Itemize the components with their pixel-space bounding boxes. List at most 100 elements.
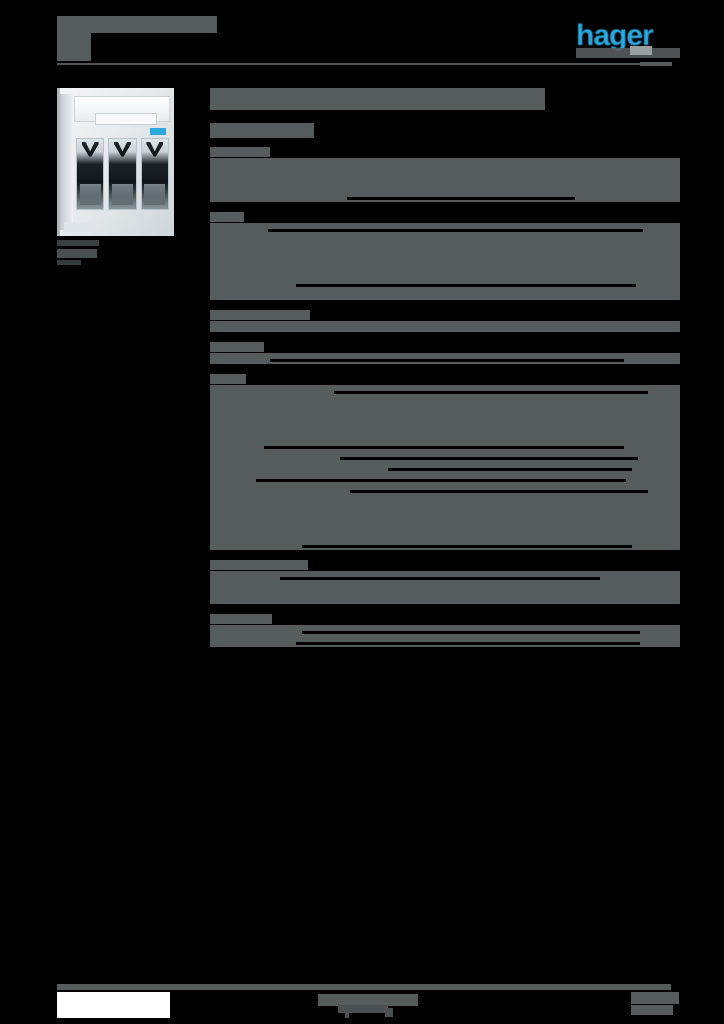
footer-center-mark-left — [345, 1012, 349, 1018]
spec-group-heading — [210, 560, 680, 571]
spec-row-label — [210, 257, 250, 266]
spec-row — [210, 440, 680, 451]
spec-row — [210, 353, 680, 364]
spec-row-label — [210, 452, 282, 461]
spec-row — [210, 223, 680, 234]
page-subtitle — [210, 123, 314, 138]
spec-group-heading — [210, 374, 680, 385]
spec-group-rows — [210, 385, 680, 550]
spec-row-label — [210, 518, 254, 527]
product-caption — [57, 240, 129, 265]
footer-page-meta — [631, 1005, 673, 1015]
spec-row — [210, 289, 680, 300]
page-header: hager — [0, 0, 724, 76]
spec-row — [210, 462, 680, 473]
header-divider-tail — [640, 62, 672, 66]
spec-row-leader — [347, 197, 575, 200]
spec-row-label — [210, 290, 254, 299]
spec-group-heading-label — [210, 212, 244, 222]
spec-group-separator — [210, 332, 680, 342]
spec-row-label — [210, 474, 248, 483]
spec-group-heading-label — [210, 560, 308, 570]
spec-row-leader — [264, 446, 624, 449]
spec-row — [210, 245, 680, 256]
spec-row-leader — [296, 642, 640, 645]
spec-row-leader — [296, 284, 636, 287]
spec-row — [210, 278, 680, 289]
spec-group-heading — [210, 342, 680, 353]
footer-center-mark-right — [385, 1008, 393, 1017]
spec-row-label — [210, 397, 244, 406]
spec-row — [210, 517, 680, 528]
spec-group-heading — [210, 310, 680, 321]
header-title-line-2 — [57, 33, 91, 49]
spec-row-label — [210, 626, 284, 635]
spec-row-label — [210, 246, 236, 255]
spec-row-label — [210, 583, 244, 592]
spec-row-label — [210, 408, 256, 417]
spec-row-label — [210, 279, 268, 288]
spec-row — [210, 256, 680, 267]
spec-row-label — [210, 496, 240, 505]
spec-row — [210, 473, 680, 484]
spec-group-heading — [210, 147, 680, 158]
spec-row-label — [210, 507, 266, 516]
footer-page-number — [631, 992, 679, 1004]
spec-group-heading-label — [210, 374, 246, 384]
spec-row-leader — [302, 545, 632, 548]
spec-row — [210, 625, 680, 636]
spec-row-label — [210, 354, 250, 363]
spec-group-separator — [210, 550, 680, 560]
footer-logo-area — [57, 992, 170, 1018]
product-caption-line-3 — [57, 260, 81, 265]
spec-row-label — [210, 441, 258, 450]
spec-row-label — [210, 540, 270, 549]
spec-row-label — [210, 322, 266, 331]
spec-group-separator — [210, 604, 680, 614]
spec-row-label — [210, 637, 276, 646]
spec-row-label — [210, 224, 252, 233]
footer-center-subtext — [338, 1005, 388, 1013]
spec-row — [210, 451, 680, 462]
product-caption-line-2 — [57, 249, 97, 258]
spec-row — [210, 418, 680, 429]
spec-row — [210, 593, 680, 604]
spec-row-leader — [334, 391, 648, 394]
spec-row — [210, 571, 680, 582]
spec-row — [210, 267, 680, 278]
spec-row-leader — [268, 229, 643, 232]
hager-logo-underline — [576, 48, 680, 58]
spec-row-label — [210, 170, 298, 179]
spec-row-leader — [280, 577, 600, 580]
spec-row-label — [210, 268, 262, 277]
spec-group-rows — [210, 571, 680, 604]
product-handle — [95, 113, 157, 125]
hager-logo: hager — [576, 21, 680, 51]
product-pole — [76, 138, 105, 210]
spec-row-leader — [350, 490, 648, 493]
spec-row — [210, 321, 680, 332]
spec-row — [210, 506, 680, 517]
product-caption-line-1 — [57, 240, 99, 246]
spec-row — [210, 407, 680, 418]
spec-row-label — [210, 235, 240, 244]
hager-logo-tick — [630, 46, 652, 55]
spec-row-label — [210, 572, 260, 581]
spec-group-heading — [210, 212, 680, 223]
spec-group-rows — [210, 625, 680, 647]
spec-group-heading-label — [210, 310, 310, 320]
spec-group-separator — [210, 300, 680, 310]
product-housing — [57, 88, 174, 236]
header-title-line-3 — [57, 49, 91, 61]
header-title-line-1 — [57, 16, 217, 33]
spec-group-heading-label — [210, 614, 272, 624]
spec-row — [210, 582, 680, 593]
spec-row — [210, 429, 680, 440]
spec-row-label — [210, 430, 268, 439]
spec-row — [210, 234, 680, 245]
specification-table — [210, 147, 680, 647]
spec-group-heading — [210, 614, 680, 625]
spec-row — [210, 191, 680, 202]
spec-group-separator — [210, 364, 680, 374]
main-content — [210, 88, 680, 647]
